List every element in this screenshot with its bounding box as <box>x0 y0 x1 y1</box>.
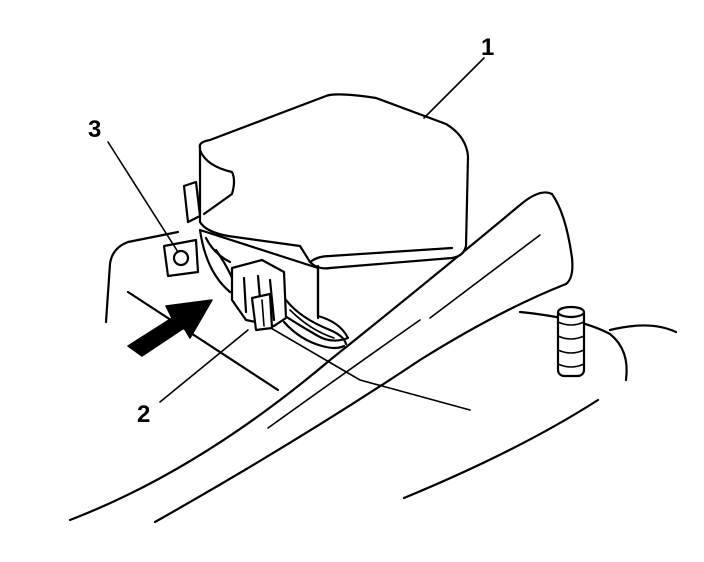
leader-lines <box>107 57 485 403</box>
direction-arrow <box>127 299 213 357</box>
console-surface <box>402 310 678 500</box>
callout-label-2: 2 <box>137 401 151 428</box>
leader-line-3 <box>107 141 179 253</box>
callout-label-3: 3 <box>88 116 102 143</box>
stacked-post <box>556 305 586 378</box>
leader-line-2 <box>159 329 249 403</box>
trim-panel <box>68 191 574 524</box>
mounting-panel <box>104 230 471 411</box>
callout-label-1: 1 <box>481 34 495 61</box>
electrical-connector <box>230 258 348 350</box>
leader-line-1 <box>423 57 485 119</box>
